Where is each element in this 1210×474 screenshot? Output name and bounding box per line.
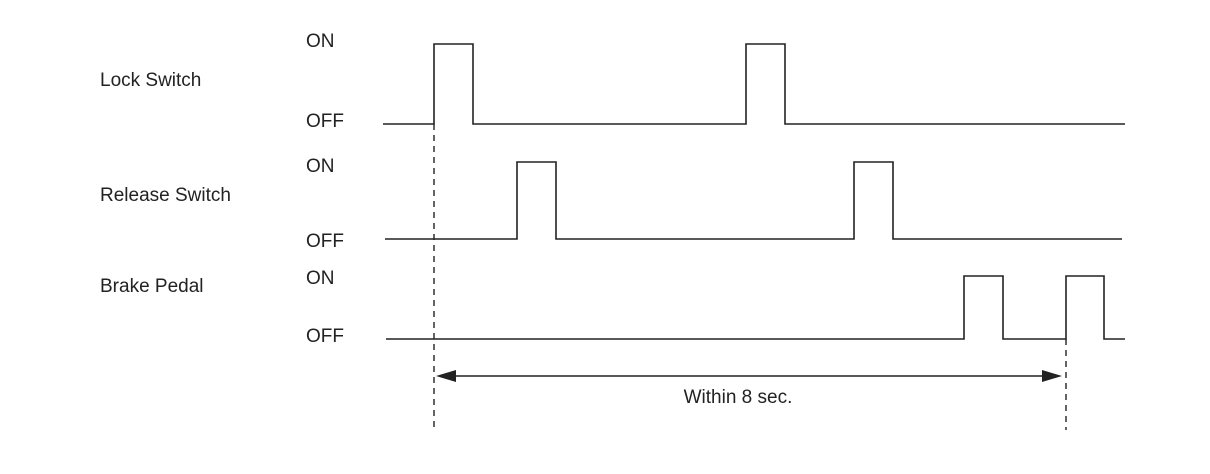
signal-name-lock-switch: Lock Switch xyxy=(100,70,201,91)
interval-arrow xyxy=(436,370,1062,382)
arrowhead-left xyxy=(436,370,456,382)
off-label-lock-switch: OFF xyxy=(306,111,344,132)
waveform-lock-switch xyxy=(383,43,1125,125)
off-label-brake-pedal: OFF xyxy=(306,326,344,347)
on-label-lock-switch: ON xyxy=(306,31,335,52)
signal-row-lock-switch: Lock Switch ON OFF xyxy=(100,31,1125,132)
off-label-release-switch: OFF xyxy=(306,231,344,252)
signal-row-release-switch: Release Switch ON OFF xyxy=(100,156,1122,252)
arrowhead-right xyxy=(1042,370,1062,382)
signal-name-release-switch: Release Switch xyxy=(100,185,231,206)
waveform-release-switch xyxy=(385,161,1122,240)
signal-name-brake-pedal: Brake Pedal xyxy=(100,276,204,297)
on-label-brake-pedal: ON xyxy=(306,268,335,289)
signal-row-brake-pedal: Brake Pedal ON OFF xyxy=(100,268,1125,347)
interval-label: Within 8 sec. xyxy=(684,387,793,408)
on-label-release-switch: ON xyxy=(306,156,335,177)
waveform-brake-pedal xyxy=(386,275,1125,340)
